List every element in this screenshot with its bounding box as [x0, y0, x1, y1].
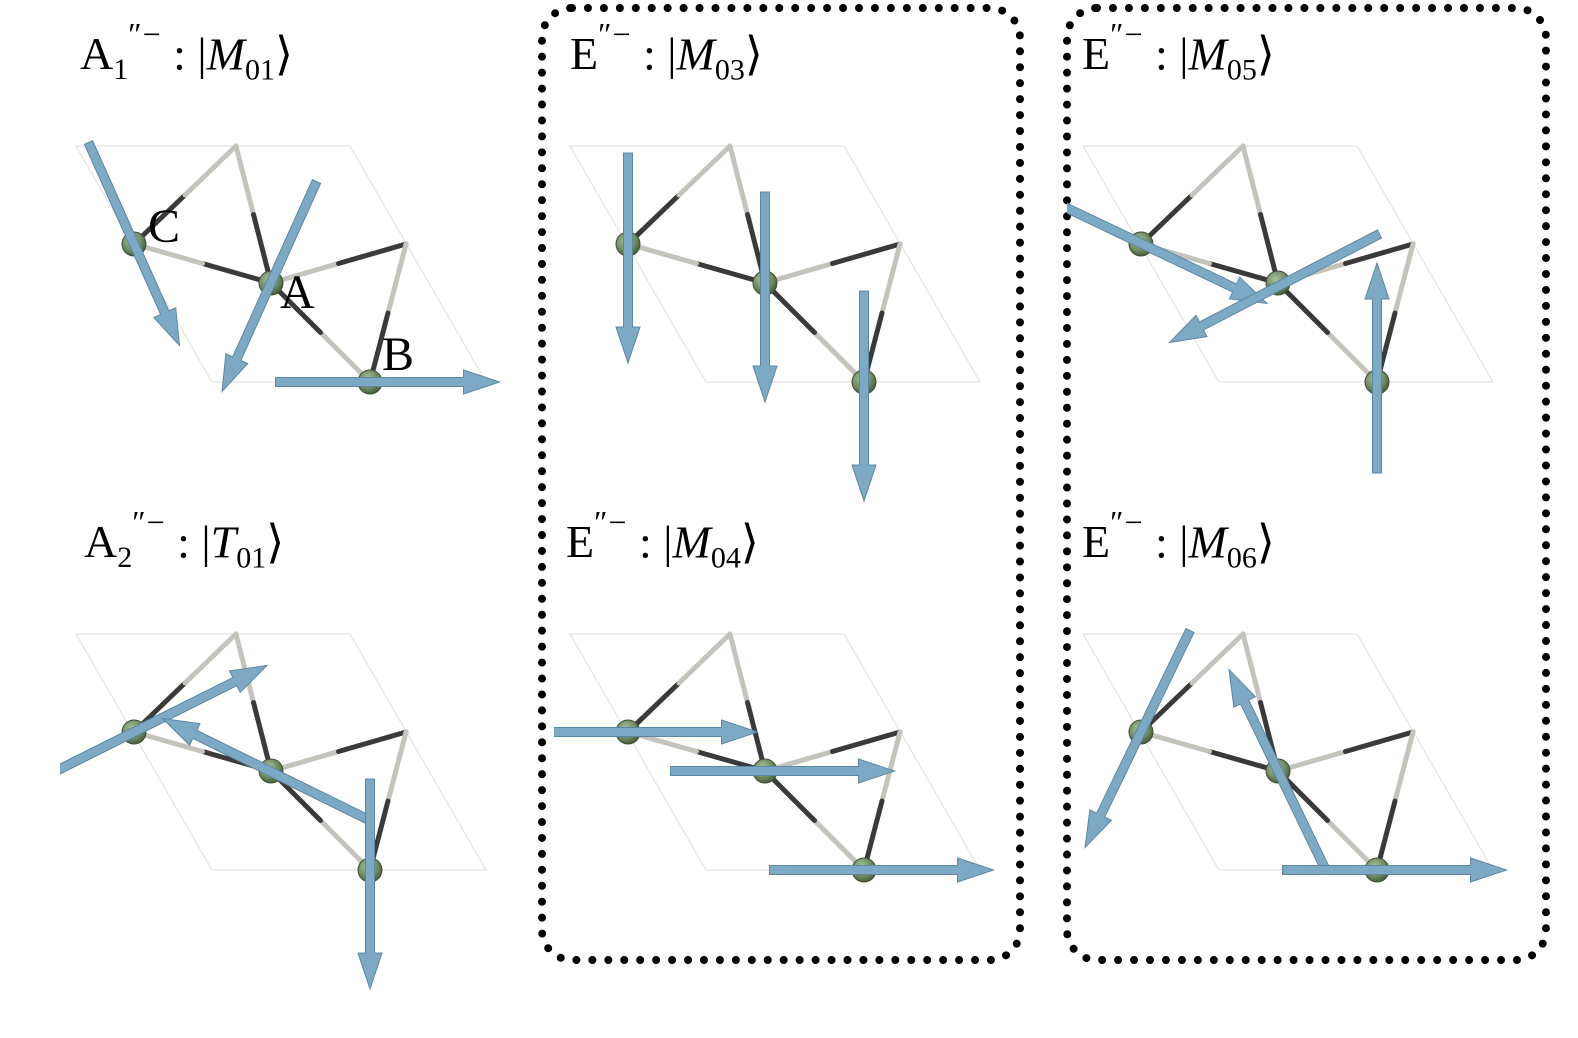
- displacement-arrow-b: [1364, 261, 1390, 474]
- structure-panel-m04: [554, 631, 996, 883]
- mode-label-m06: E″− : |M06⟩: [1082, 504, 1275, 575]
- bond: [1374, 729, 1416, 873]
- mode-label-m01: A1″− : |M01⟩: [80, 16, 293, 87]
- bond: [1374, 241, 1416, 385]
- displacement-arrow-c: [554, 719, 760, 745]
- bond: [1240, 143, 1281, 286]
- bond: [861, 241, 903, 385]
- displacement-arrow-b: [769, 857, 996, 883]
- bond: [762, 280, 867, 385]
- displacement-arrow-c: [60, 664, 269, 775]
- unit-cell: [568, 633, 982, 871]
- unit-cell: [1081, 145, 1495, 383]
- displacement-arrow-a: [161, 717, 372, 825]
- displacement-arrow-a: [670, 758, 897, 784]
- bond: [268, 729, 409, 774]
- bond: [233, 143, 274, 286]
- structure-panel-m01: C A B: [74, 139, 502, 395]
- displacement-arrow-a: [1168, 229, 1383, 344]
- mode-label-m05: E″− : |M05⟩: [1082, 16, 1275, 87]
- bond: [1138, 631, 1246, 735]
- displacement-arrow-c: [83, 139, 181, 347]
- mode-label-t01: A2″− : |T01⟩: [84, 504, 285, 575]
- mode-label-m03: E″− : |M03⟩: [570, 16, 763, 87]
- displacement-arrow-c: [1067, 202, 1269, 305]
- bond: [762, 241, 903, 286]
- bond: [268, 768, 373, 873]
- structure-panel-t01: [60, 631, 488, 991]
- displacement-arrow-a: [1228, 668, 1332, 876]
- bond: [1275, 280, 1380, 385]
- bond: [367, 729, 409, 873]
- bond: [625, 631, 733, 735]
- bond: [131, 631, 239, 735]
- bond: [762, 729, 903, 774]
- bond: [1275, 729, 1416, 774]
- unit-cell: [568, 145, 982, 383]
- group-box-e-m03-m04: [538, 4, 1024, 964]
- structure-panel-m06: [1081, 627, 1509, 883]
- bond: [1138, 143, 1246, 247]
- site-label-c: C: [148, 200, 180, 253]
- bond: [727, 631, 768, 774]
- displacement-arrow-b: [1282, 857, 1509, 883]
- displacement-arrow-b: [275, 369, 502, 395]
- displacement-arrow-a: [221, 178, 322, 393]
- group-box-e-m05-m06: [1063, 4, 1550, 964]
- site-label-b: B: [382, 328, 414, 381]
- site-label-a: A: [280, 266, 315, 319]
- displacement-arrow-b: [357, 778, 383, 991]
- bond: [762, 768, 867, 873]
- bond: [1275, 768, 1380, 873]
- bond: [625, 241, 768, 286]
- bond: [625, 143, 733, 247]
- displacement-arrow-c: [1084, 627, 1195, 849]
- displacement-arrow-c: [615, 152, 641, 365]
- displacement-arrow-b: [851, 290, 877, 503]
- irrep: A1″−: [80, 16, 162, 87]
- bond: [861, 729, 903, 873]
- mode-label-m04: E″− : |M04⟩: [566, 504, 759, 575]
- bond: [233, 631, 274, 774]
- unit-cell: [1081, 633, 1495, 871]
- bond: [727, 143, 768, 286]
- bond: [625, 729, 768, 774]
- structure-panel-m03: [568, 143, 982, 503]
- displacement-arrow-a: [752, 191, 778, 404]
- unit-cell: [74, 633, 488, 871]
- structure-panel-m05: [1067, 143, 1495, 474]
